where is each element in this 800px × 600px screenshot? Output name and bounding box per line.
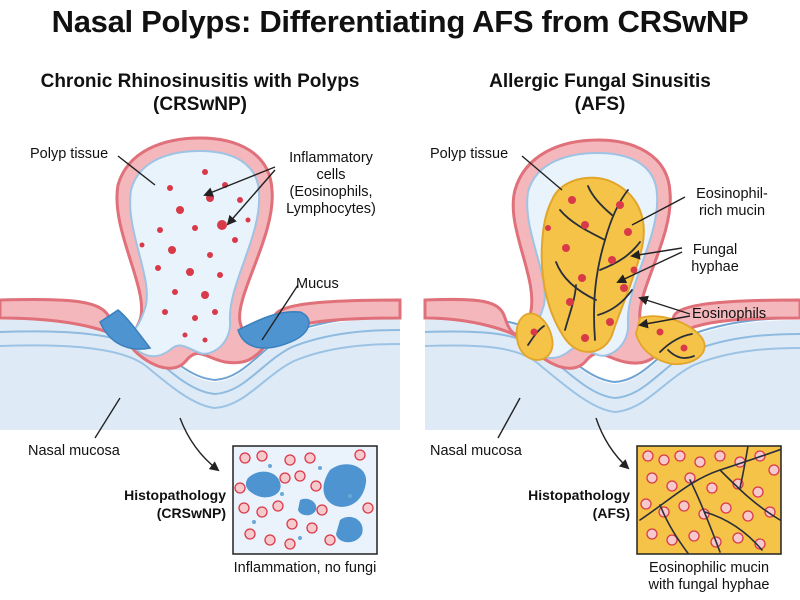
crswnp-histology-panel: [232, 445, 378, 555]
crswnp-label-mucus: Mucus: [296, 276, 339, 292]
right-heading-line1: Allergic Fungal Sinusitis: [489, 71, 711, 92]
crswnp-histology-title-line2: (CRSwNP): [156, 505, 226, 521]
crswnp-histology-title-line1: Histopathology: [124, 487, 226, 503]
afs-histology-caption: Eosinophilic mucin with fungal hyphae: [622, 560, 796, 594]
crswnp-histology-title: Histopathology (CRSwNP): [108, 486, 226, 522]
crswnp-label-nasal-mucosa: Nasal mucosa: [28, 443, 120, 459]
crswnp-inflammatory-line3: (Eosinophils,: [289, 184, 373, 200]
crswnp-mucus-left: [99, 309, 152, 350]
afs-label-nasal-mucosa: Nasal mucosa: [430, 443, 522, 459]
afs-histology-caption-line1: Eosinophilic mucin: [648, 560, 770, 576]
right-heading-line2: (AFS): [574, 94, 626, 115]
afs-histology-title: Histopathology (AFS): [510, 486, 630, 522]
afs-eosinophils: [530, 196, 688, 352]
page-title: Nasal Polyps: Differentiating AFS from C…: [51, 4, 749, 39]
afs-eosinophil-mucin-line2: rich mucin: [698, 203, 766, 219]
crswnp-inflammatory-line4: Lymphocytes): [286, 201, 376, 217]
afs-leader-lines: [497, 155, 691, 470]
crswnp-polyp: [0, 136, 402, 370]
crswnp-mucus-right: [237, 310, 310, 349]
afs-histology-title-line1: Histopathology: [528, 487, 630, 503]
afs-fungal-hyphae-line2: hyphae: [691, 259, 739, 275]
left-heading-line1: Chronic Rhinosinusitis with Polyps: [40, 71, 360, 92]
afs-fungal-hyphae-line1: Fungal: [692, 242, 738, 258]
afs-label-eosinophils: Eosinophils: [692, 306, 767, 322]
crswnp-label-inflammatory-cells: Inflammatory cells (Eosinophils, Lymphoc…: [272, 150, 390, 218]
afs-histology-caption-line2: with fungal hyphae: [648, 577, 770, 593]
afs-label-eosinophil-mucin: Eosinophil- rich mucin: [682, 186, 782, 220]
left-heading-line2: (CRSwNP): [153, 94, 247, 115]
crswnp-inflammatory-line1: Inflammatory: [289, 150, 373, 166]
crswnp-histology-caption: Inflammation, no fungi: [233, 560, 377, 576]
crswnp-inflammatory-line2: cells: [316, 167, 346, 183]
afs-histology-panel: [636, 445, 782, 555]
crswnp-inflammatory-cells: [139, 169, 251, 343]
afs-eosinophil-mucin-line1: Eosinophil-: [696, 186, 768, 202]
afs-label-fungal-hyphae: Fungal hyphae: [680, 242, 750, 276]
afs-histology-title-line2: (AFS): [592, 505, 630, 521]
crswnp-leader-lines: [94, 155, 299, 472]
crswnp-label-polyp-tissue: Polyp tissue: [30, 146, 109, 162]
left-panel-heading: Chronic Rhinosinusitis with Polyps (CRSw…: [0, 70, 400, 116]
afs-label-polyp-tissue: Polyp tissue: [430, 146, 509, 162]
crswnp-mucosa: [0, 315, 401, 430]
right-panel-heading: Allergic Fungal Sinusitis (AFS): [400, 70, 800, 116]
